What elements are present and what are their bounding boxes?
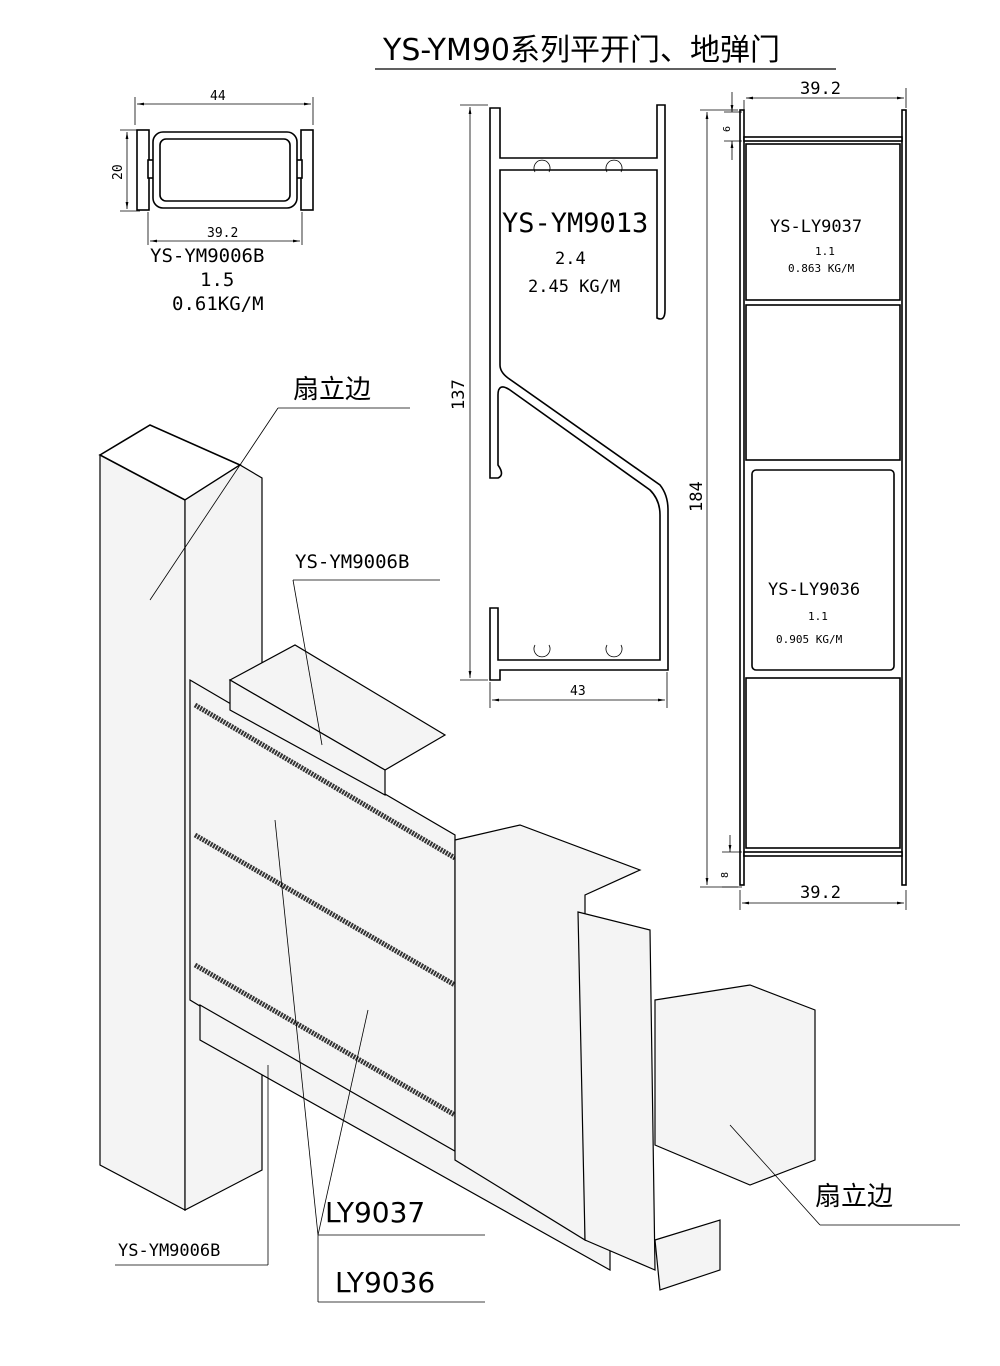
ym9006b-beam — [229, 678, 386, 797]
box-ly9036-upper — [751, 469, 895, 671]
box-ly9037-upper — [745, 143, 901, 301]
ly9036-thickness: 1.1 — [808, 610, 828, 623]
callout-sash-stile-bottom: 扇立边 — [815, 1182, 893, 1212]
box-ly9037-lower — [745, 304, 901, 461]
dim-inner: 39.2 — [207, 226, 238, 241]
callout-sash-stile-top: 扇立边 — [293, 375, 371, 405]
ym9013-stile — [454, 824, 642, 1242]
page-title: YS-YM90系列平开门、地弹门 — [382, 33, 780, 68]
dim-width: 44 — [210, 89, 226, 104]
callout-ym9006b-lower: YS-YM9006B — [118, 1241, 220, 1261]
callout-ym9006b-upper: YS-YM9006B — [295, 551, 409, 573]
ly9037-weight: 0.863 KG/M — [788, 262, 855, 275]
dim-height: 137 — [449, 379, 469, 410]
dim-top-offset: 6 — [722, 126, 733, 132]
callout-ly9037: LY9037 — [325, 1196, 425, 1229]
flange-left — [136, 129, 150, 211]
dim-height: 20 — [111, 164, 126, 180]
profile-code: YS-YM9013 — [502, 208, 648, 239]
sash-stile — [654, 984, 816, 1186]
profile-thickness: 2.4 — [555, 249, 586, 269]
ly9037-thickness: 1.1 — [815, 245, 835, 258]
profile-weight: 0.61KG/M — [172, 293, 264, 315]
ly9036-weight: 0.905 KG/M — [776, 633, 843, 646]
profile-outline — [489, 104, 669, 681]
ly9037-code: YS-LY9037 — [770, 217, 862, 237]
dim-assembly-height: 184 — [687, 481, 707, 512]
profile-thickness: 1.5 — [200, 269, 234, 291]
profile-ly-stack: 39.2 6 YS-LY9037 1.1 0.863 KG/M YS-LY903… — [687, 79, 907, 910]
dim-bottom-offset: 8 — [720, 872, 731, 878]
profile-weight: 2.45 KG/M — [528, 277, 620, 297]
dim-width: 43 — [570, 684, 586, 699]
isometric-assembly — [98, 424, 816, 1291]
profile-ym9013: 137 43 YS-YM9013 2.4 2.45 KG/M — [449, 104, 669, 708]
profile-code: YS-YM9006B — [150, 245, 264, 267]
box-ly9036-lower — [745, 677, 901, 849]
callouts: 扇立边 YS-YM9006B LY9037 LY9036 扇立边 YS-YM90… — [115, 375, 960, 1303]
profile-ym9006b: 44 20 39.2 YS-YM9006B 1.5 0.61KG/M — [111, 89, 314, 315]
ly9036-code: YS-LY9036 — [768, 580, 860, 600]
dim-bottom-width: 39.2 — [800, 883, 841, 903]
callout-ly9036: LY9036 — [335, 1266, 435, 1299]
frame-stile-face — [99, 454, 186, 1211]
dim-top-width: 39.2 — [800, 79, 841, 99]
